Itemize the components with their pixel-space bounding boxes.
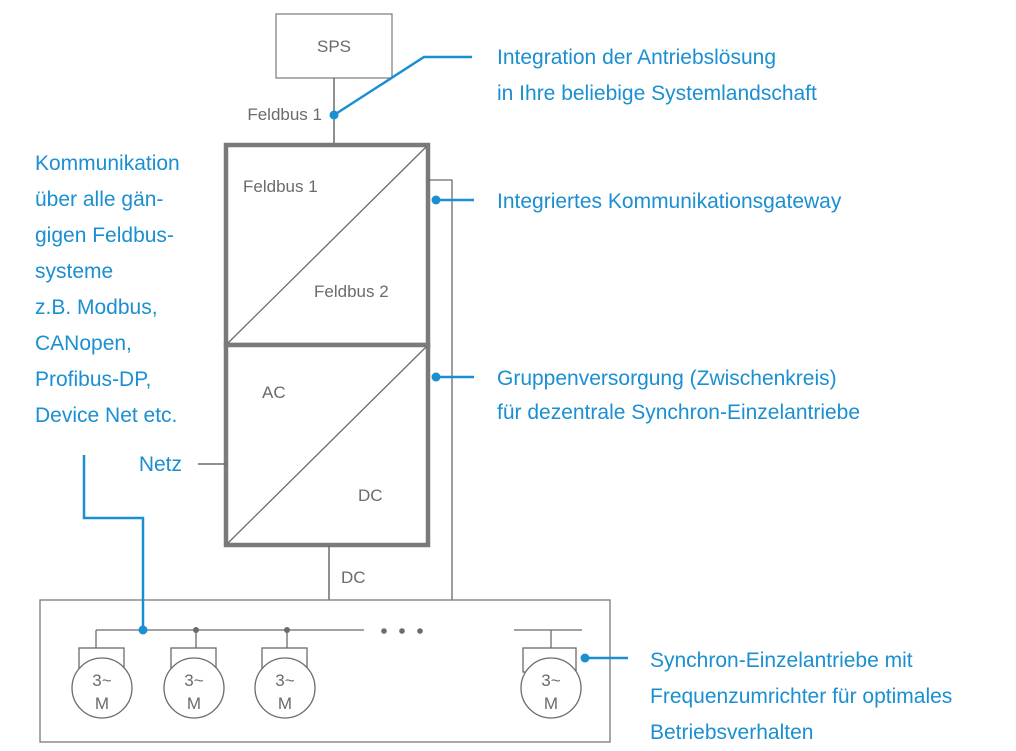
sps-label: SPS bbox=[317, 37, 351, 56]
integration-line-1: Integration der Antriebslösung bbox=[497, 46, 776, 69]
dc-link-label: DC bbox=[341, 568, 366, 587]
communication-line-6: CANopen, bbox=[35, 332, 132, 355]
drives-line-3: Betriebsverhalten bbox=[650, 721, 813, 744]
gateway-block bbox=[223, 142, 431, 348]
communication-line-4: systeme bbox=[35, 260, 113, 283]
callout-communication bbox=[82, 455, 148, 635]
integration-line-2: in Ihre beliebige Systemlandschaft bbox=[497, 82, 817, 105]
motor-1-phase: 3~ bbox=[92, 671, 111, 690]
gateway-output-label: Feldbus 2 bbox=[314, 282, 389, 301]
gateway-annotation: Integriertes Kommunikationsgateway bbox=[497, 190, 842, 213]
supply-line-2: für dezentrale Synchron-Einzelantriebe bbox=[497, 401, 860, 424]
drives-line-1: Synchron-Einzelantriebe mit bbox=[650, 649, 913, 672]
motor-3-label: M bbox=[278, 694, 292, 713]
comm-line bbox=[428, 179, 453, 600]
sps-box bbox=[275, 13, 393, 79]
supply-line-1: Gruppenversorgung (Zwischenkreis) bbox=[497, 367, 837, 390]
grid-label: Netz bbox=[139, 453, 182, 476]
converter-ac-label: AC bbox=[262, 383, 286, 402]
motor-unit-2 bbox=[163, 627, 225, 719]
callout-supply bbox=[431, 372, 474, 382]
motor-2-phase: 3~ bbox=[184, 671, 203, 690]
callout-gateway bbox=[431, 195, 474, 205]
converter-block bbox=[223, 342, 431, 548]
motor-3-phase: 3~ bbox=[275, 671, 294, 690]
converter-dc-label: DC bbox=[358, 486, 383, 505]
gateway-input-label: Feldbus 1 bbox=[243, 177, 318, 196]
drive-cabinet bbox=[39, 599, 611, 743]
motor-4-label: M bbox=[544, 694, 558, 713]
communication-line-3: gigen Feldbus- bbox=[35, 224, 174, 247]
ellipsis-icon bbox=[381, 628, 423, 634]
communication-line-2: über alle gän- bbox=[35, 188, 163, 211]
motor-1-label: M bbox=[95, 694, 109, 713]
fieldbus-top-label: Feldbus 1 bbox=[247, 105, 322, 124]
motor-4-phase: 3~ bbox=[541, 671, 560, 690]
communication-line-7: Profibus-DP, bbox=[35, 368, 151, 391]
motor-2-label: M bbox=[187, 694, 201, 713]
callout-drives bbox=[580, 653, 628, 663]
communication-line-1: Kommunikation bbox=[35, 152, 180, 175]
motor-unit-1 bbox=[71, 630, 133, 719]
drives-line-2: Frequenzumrichter für optimales bbox=[650, 685, 952, 708]
motor-unit-4 bbox=[520, 630, 582, 719]
motor-unit-3 bbox=[254, 627, 316, 719]
callout-integration bbox=[329, 55, 472, 120]
communication-line-8: Device Net etc. bbox=[35, 404, 177, 427]
communication-line-5: z.B. Modbus, bbox=[35, 296, 158, 319]
